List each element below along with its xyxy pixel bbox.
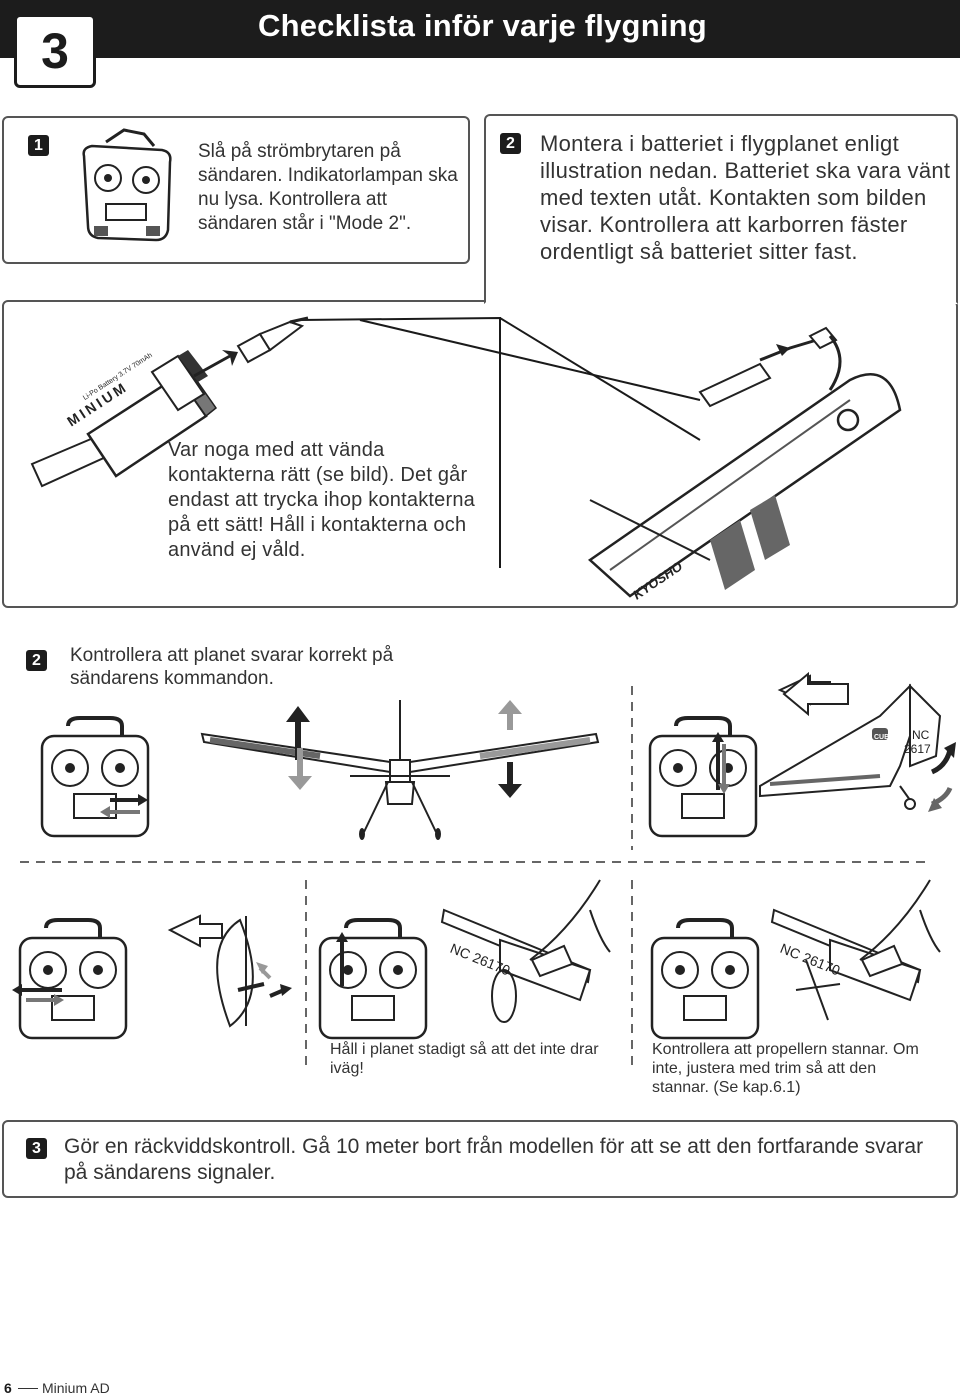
prop-text: Kontrollera att propellern stannar. Om i… — [652, 1041, 919, 1096]
step3-text: Gör en räckviddskontroll. Gå 10 meter bo… — [64, 1135, 924, 1184]
header-bar — [0, 0, 960, 58]
chapter-number: 3 — [14, 14, 96, 88]
transmitter-icon — [12, 918, 128, 1040]
step1-box — [2, 116, 470, 264]
transmitter-icon — [318, 918, 428, 1040]
step2-badge: 2 — [500, 133, 521, 154]
connector-icon — [193, 316, 309, 378]
plane-prop-icon — [770, 879, 941, 1021]
step2-box — [484, 114, 958, 304]
tail-logo: CUB — [874, 734, 890, 741]
callout-lines — [299, 316, 701, 568]
transmitter-icon — [40, 716, 150, 838]
step3-badge: 3 — [26, 1138, 47, 1159]
step3-box — [2, 1120, 958, 1198]
transmitter-icon — [82, 128, 172, 242]
step2-text: Montera i batteriet i flygplanet enligt … — [540, 131, 951, 264]
arrow-left-icon — [782, 671, 849, 717]
page-number: 6 — [4, 1380, 12, 1396]
document-name: Minium AD — [42, 1380, 110, 1396]
transmitter-icon — [650, 918, 760, 1040]
plane-icon — [587, 326, 902, 598]
plane-front-view — [200, 700, 600, 840]
transmitter-icon — [648, 716, 758, 838]
page-title: Checklista inför varje flygning — [258, 8, 707, 43]
dashed-dividers — [20, 686, 930, 1070]
tail-registration-line2: 2617 — [904, 742, 931, 756]
footer-rule — [18, 1388, 38, 1389]
connector-note: Var noga med att vända kontakterna rätt … — [168, 439, 475, 561]
check-badge: 2 — [26, 650, 47, 671]
step1-badge: 1 — [28, 135, 49, 156]
check-text: Kontrollera att planet svarar korrekt på… — [70, 645, 394, 689]
battery-icon — [30, 350, 218, 488]
plane-rudder-view — [167, 914, 292, 1028]
step1-text: Slå på strömbrytaren på sändaren. Indika… — [198, 141, 458, 234]
hold-text: Håll i planet stadigt så att det inte dr… — [330, 1041, 599, 1077]
tail-registration-line1: NC — [912, 728, 930, 742]
plane-held-icon — [440, 879, 611, 1023]
